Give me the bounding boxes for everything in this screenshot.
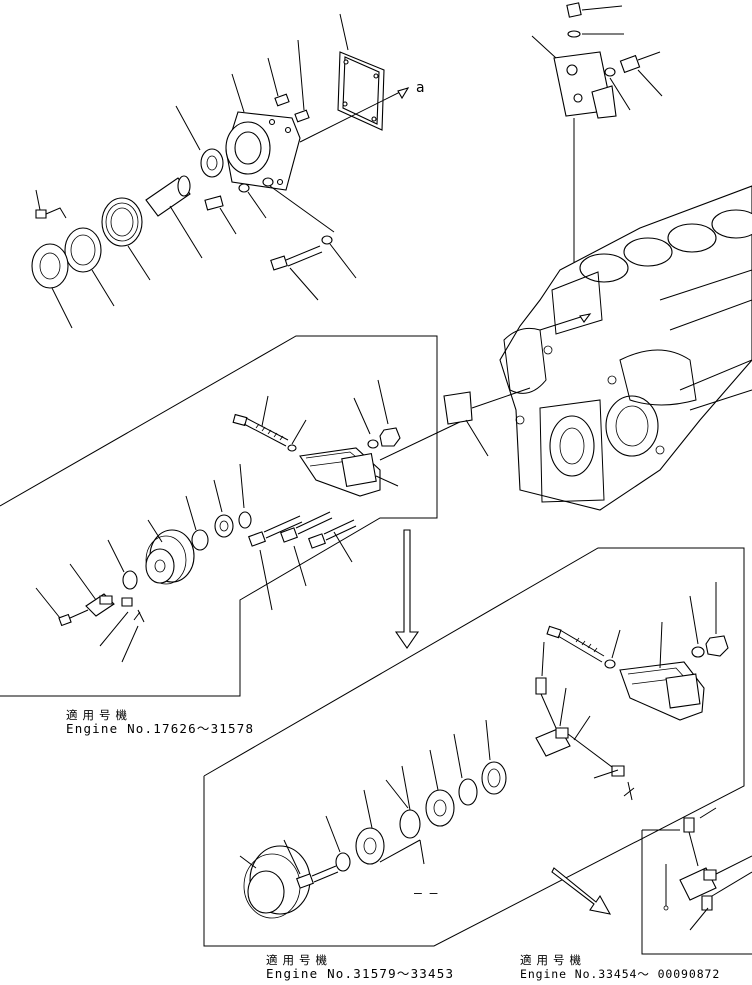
applicability-caption-1: 適用号機 Engine No.17626～31578 [66,708,254,736]
bearing [123,571,137,589]
bearing [426,790,454,826]
applicability-caption-3: 適用号機 Engine No.33454～ 00090872 [520,953,720,981]
washer [288,445,296,451]
gasket [65,228,101,272]
pulley-shaft [536,728,634,800]
cover-plate [338,52,384,130]
engine-range: Engine No.17626～31578 [66,721,255,736]
washer [263,178,273,186]
shaft [146,176,190,216]
washer [322,236,332,244]
small-bolt [36,210,46,218]
nut [706,636,728,656]
grease-nipple [536,678,556,728]
adjuster-bolt [233,415,288,446]
nut [380,428,400,446]
applicability-label: 適用号機 [520,953,586,967]
bracket-bolts [249,512,356,548]
frame-variant-3 [642,808,752,954]
tensioner-bracket [300,448,380,496]
applicability-label: 適用号機 [66,708,132,722]
ball-bearing [102,198,142,246]
adjuster-bolt [547,626,604,662]
top-left-assembly [32,14,408,328]
frame-variant-1 [0,336,530,696]
center-bolt [297,866,338,888]
washer [368,440,378,448]
washer [692,647,704,657]
bearing [356,828,384,864]
washer [239,184,249,192]
applicability-caption-2: 適用号機 Engine No.31579～33453 [266,953,454,981]
leader-lines [36,14,356,328]
spacer [400,810,420,838]
leader-lines [36,380,398,662]
engine-range: Engine No.33454～ 00090872 [520,967,721,981]
housing-bolts [275,94,309,122]
down-arrow [396,530,418,648]
engine-block [500,186,752,510]
bearing [215,515,233,537]
oil-seal [482,762,506,794]
washer [605,660,615,668]
long-bolt [271,246,322,270]
spacer-dash: – – [414,886,438,901]
inner-bearing [201,149,223,177]
leader-lines [240,582,716,874]
applicability-label: 適用号機 [266,953,332,967]
washer [336,853,350,871]
bolt [205,196,223,210]
tensioner-pulley [146,530,194,584]
washer [239,512,251,528]
reference-letter: a [416,80,425,96]
frame-variant-2 [204,548,744,946]
bearing-housing [226,112,300,190]
pulley-shaft [59,594,144,625]
snap-ring [459,779,477,805]
spacer [192,530,208,550]
mount-plate [444,392,472,424]
tensioner-bracket [620,662,704,720]
end-cap [32,244,68,288]
engine-range: Engine No.31579～33453 [266,966,455,981]
top-right-bracket-assembly [532,3,662,268]
